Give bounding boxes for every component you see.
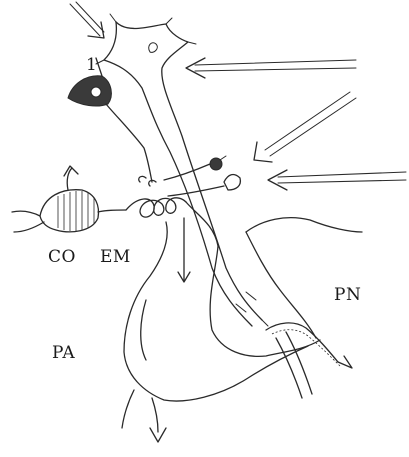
label-em: EM <box>100 247 131 267</box>
neuron-1: 1 <box>68 55 152 182</box>
arrow-right-middle <box>254 92 356 162</box>
arrow-right-upper <box>186 58 356 78</box>
label-pn: PN <box>334 285 361 305</box>
small-neurons <box>164 156 240 196</box>
pituitary-outline <box>122 202 320 442</box>
label-one: 1 <box>86 55 97 75</box>
co-organ <box>12 166 126 232</box>
arrow-top-left <box>70 2 104 38</box>
arrow-right-lower <box>268 170 406 190</box>
label-pa: PA <box>52 343 75 363</box>
synaptic-loops <box>126 176 190 282</box>
label-co: CO <box>48 247 76 267</box>
pars-nervosa <box>246 218 362 398</box>
